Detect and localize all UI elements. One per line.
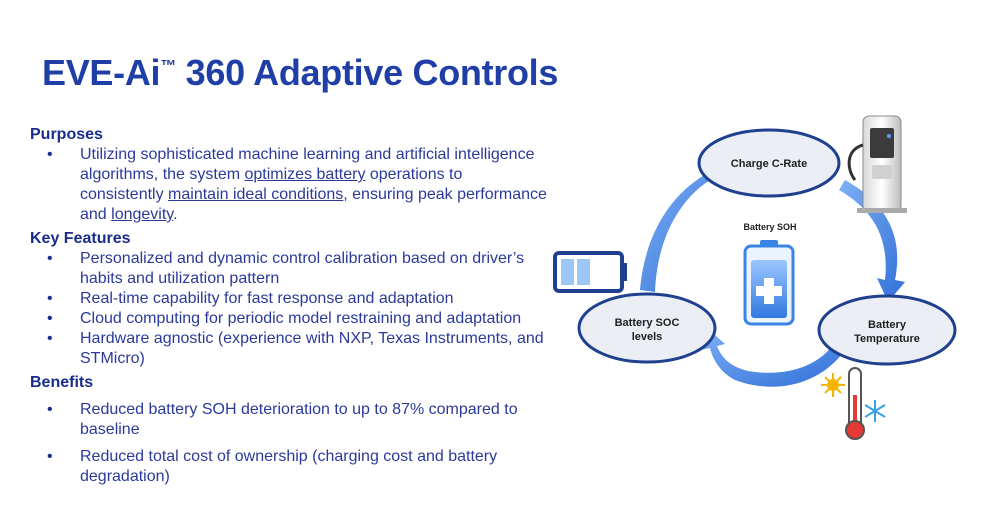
purposes-list: Utilizing sophisticated machine learning… xyxy=(30,145,550,225)
text-content: Purposes Utilizing sophisticated machine… xyxy=(30,125,550,491)
link-longevity[interactable]: longevity xyxy=(111,206,174,223)
node-soc-label-2: levels xyxy=(632,331,663,343)
list-item: Cloud computing for periodic model restr… xyxy=(30,309,550,329)
purposes-text-4: . xyxy=(173,206,178,223)
purposes-item: Utilizing sophisticated machine learning… xyxy=(30,145,550,225)
link-optimizes-battery[interactable]: optimizes battery xyxy=(244,166,366,183)
center-label-battery-soh: Battery SOH xyxy=(743,222,796,232)
purposes-section: Purposes Utilizing sophisticated machine… xyxy=(30,125,550,225)
node-soc-label-1: Battery SOC xyxy=(615,317,680,329)
list-item: Personalized and dynamic control calibra… xyxy=(30,249,550,289)
arrow-charge-to-temp xyxy=(839,180,905,302)
node-battery-soc: Battery SOC levels xyxy=(577,292,717,364)
trademark-symbol: ™ xyxy=(160,58,176,75)
list-item: Real-time capability for fast response a… xyxy=(30,289,550,309)
benefits-heading: Benefits xyxy=(30,374,94,391)
snowflake-icon xyxy=(864,400,886,422)
benefits-section: Benefits Reduced battery SOH deteriorati… xyxy=(30,373,550,487)
list-item: Reduced total cost of ownership (chargin… xyxy=(30,447,550,487)
node-charge-label: Charge C-Rate xyxy=(731,158,807,170)
battery-health-icon xyxy=(743,240,795,326)
purposes-heading: Purposes xyxy=(30,126,103,143)
node-temp-label-1: Battery xyxy=(868,319,907,331)
slide-title: EVE-Ai™ 360 Adaptive Controls xyxy=(42,52,558,94)
key-features-heading: Key Features xyxy=(30,230,131,247)
purposes-text-1: Utilizing sophisticated machine learning… xyxy=(80,146,535,183)
key-features-list: Personalized and dynamic control calibra… xyxy=(30,249,550,369)
sun-icon xyxy=(821,373,845,397)
node-battery-temperature: Battery Temperature xyxy=(817,294,957,366)
purposes-text-3: , ensuring peak performance and xyxy=(80,186,547,223)
node-charge-c-rate: Charge C-Rate xyxy=(697,128,841,198)
charger-station-icon xyxy=(847,115,907,213)
thermometer-icon xyxy=(845,367,865,440)
node-temp-label-2: Temperature xyxy=(854,333,920,345)
adaptive-control-diagram: Charge C-Rate Battery SOC levels Battery… xyxy=(545,110,995,510)
link-maintain-ideal-conditions[interactable]: maintain ideal conditions xyxy=(168,186,344,203)
cycle-diagram-svg: Charge C-Rate Battery SOC levels Battery… xyxy=(553,115,957,440)
arrow-temp-to-soc xyxy=(700,328,845,387)
list-item: Hardware agnostic (experience with NXP, … xyxy=(30,329,550,369)
benefits-list: Reduced battery SOH deterioration to up … xyxy=(30,400,550,487)
battery-level-icon xyxy=(553,251,627,293)
purposes-text-2: operations to consistently xyxy=(80,166,463,203)
title-main: EVE-Ai xyxy=(42,52,161,93)
list-item: Reduced battery SOH deterioration to up … xyxy=(30,400,550,440)
title-rest: 360 Adaptive Controls xyxy=(175,52,559,93)
key-features-section: Key Features Personalized and dynamic co… xyxy=(30,229,550,369)
